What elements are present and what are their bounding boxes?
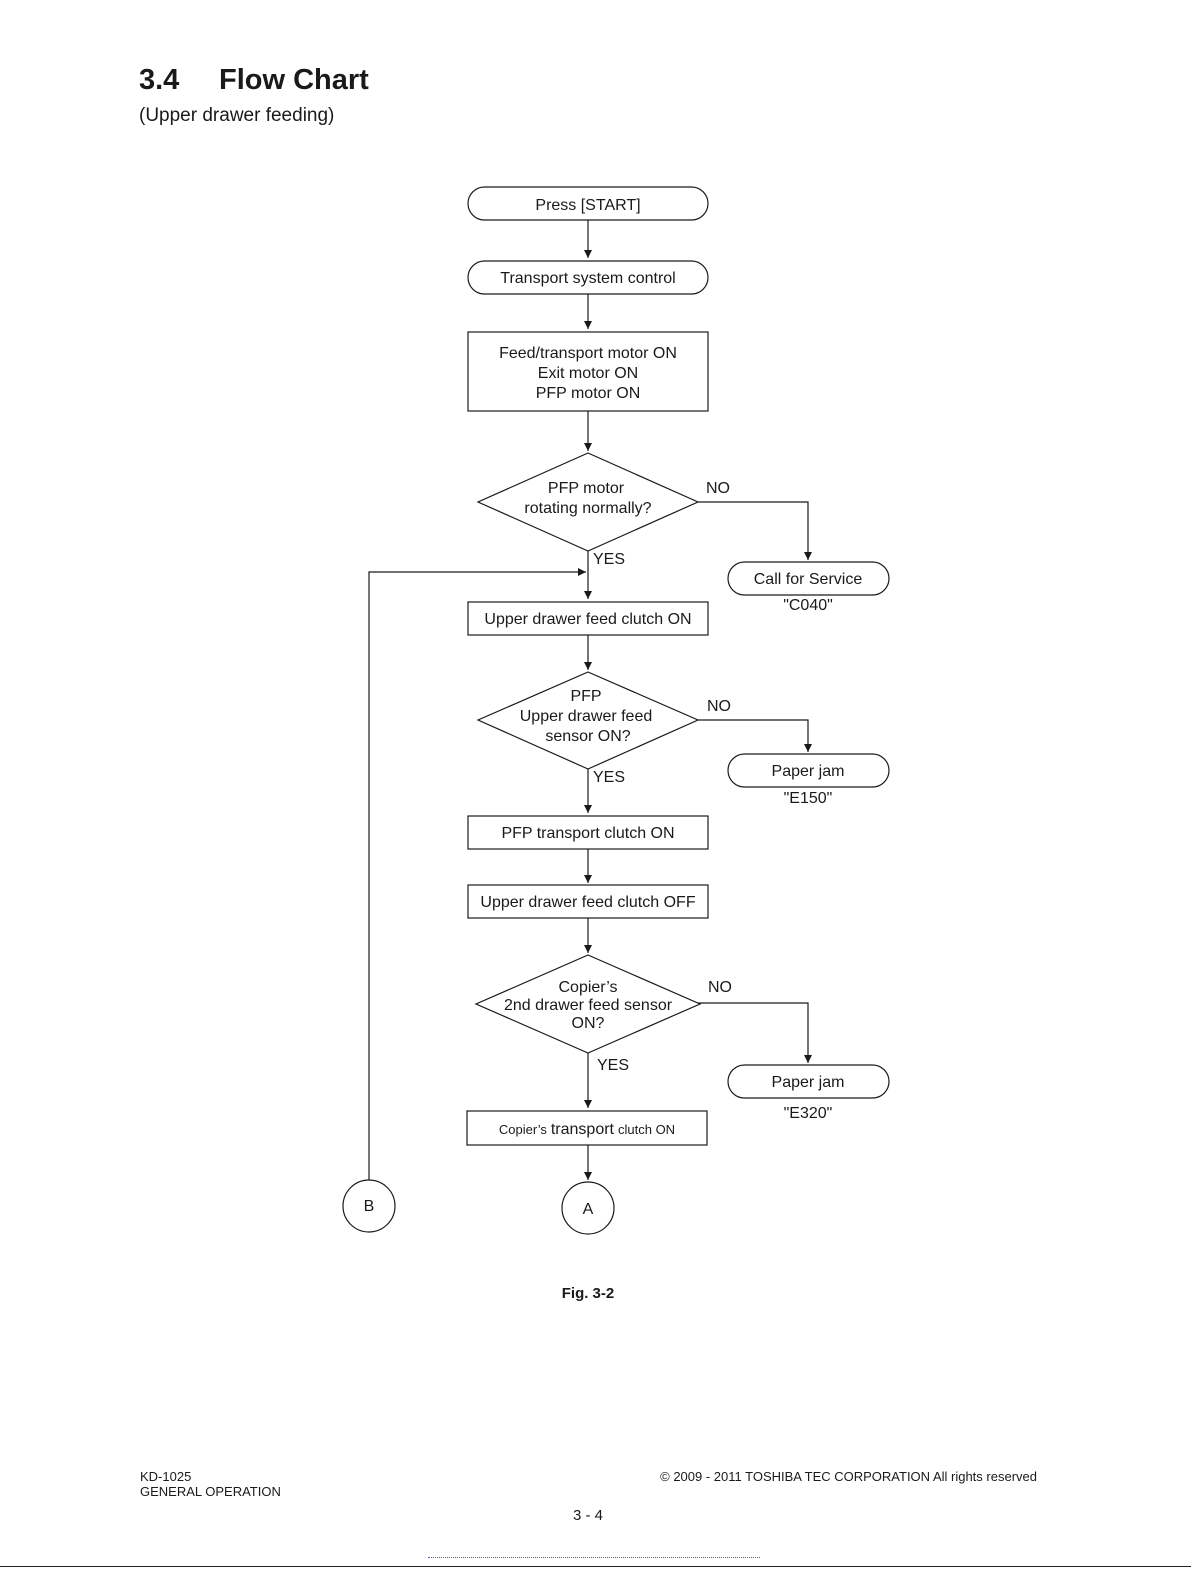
decision2-line-3: sensor ON? <box>545 728 630 745</box>
decision3-diamond <box>474 954 702 1054</box>
motor-line-2: Exit motor ON <box>538 365 638 382</box>
service-label: Call for Service <box>754 571 863 588</box>
transport-control-label: Transport system control <box>500 270 675 287</box>
decision1-no-label: NO <box>706 480 730 497</box>
decision3-line-2: 2nd drawer feed sensor <box>504 997 673 1014</box>
footer-copyright: © 2009 - 2011 TOSHIBA TEC CORPORATION Al… <box>660 1469 1037 1484</box>
decision1-diamond <box>476 452 700 552</box>
decision2-no-label: NO <box>707 698 731 715</box>
connector-b-label: B <box>364 1198 375 1215</box>
copier-transport-suffix: clutch ON <box>618 1122 675 1137</box>
decision3-yes-label: YES <box>597 1057 629 1074</box>
arrow-decision2-no <box>698 719 812 752</box>
copier-transport-box <box>466 1110 708 1146</box>
service-terminal <box>727 561 890 596</box>
connector-a-label: A <box>583 1201 594 1218</box>
flowchart-diagram: Press [START] Transport system control F… <box>342 186 890 1235</box>
decision3-line-3: ON? <box>572 1015 605 1032</box>
pfp-transport-label: PFP transport clutch ON <box>501 825 674 842</box>
decision1-yes-label: YES <box>593 551 625 568</box>
decision3-line-1: Copier’s <box>559 979 618 996</box>
copier-transport-prefix: Copier’s <box>499 1122 547 1137</box>
motor-line-1: Feed/transport motor ON <box>499 345 677 362</box>
decision2-yes-label: YES <box>593 769 625 786</box>
start-terminal <box>467 186 709 221</box>
pfp-transport-box <box>467 815 709 850</box>
arrow-loop-from-b <box>368 568 586 1180</box>
jam2-code: "E320" <box>784 1105 833 1122</box>
service-code: "C040" <box>783 597 833 614</box>
page-number: 3 - 4 <box>572 1507 603 1524</box>
upper-clutch-on-box <box>467 601 709 636</box>
upper-clutch-off-label: Upper drawer feed clutch OFF <box>480 894 695 911</box>
transport-control-terminal <box>467 260 709 295</box>
connector-a <box>561 1181 615 1235</box>
jam1-code: "E150" <box>784 790 833 807</box>
section-number: 3.4 <box>139 64 180 96</box>
figure-caption: Fig. 3-2 <box>561 1285 615 1302</box>
decision2-line-1: PFP <box>570 688 601 705</box>
jam1-label: Paper jam <box>772 763 845 780</box>
copier-transport-mid: transport <box>551 1121 615 1138</box>
jam2-terminal <box>727 1064 890 1099</box>
start-label: Press [START] <box>535 197 640 214</box>
decision2-diamond <box>476 671 700 770</box>
connector-lines <box>368 220 812 1180</box>
section-title: Flow Chart <box>219 64 369 96</box>
arrow-decision3-no <box>698 1002 812 1063</box>
connector-b <box>342 1179 396 1233</box>
flowchart-labels: Press [START] Transport system control F… <box>364 197 863 1218</box>
bottom-link-underline <box>428 1557 760 1558</box>
jam1-terminal <box>727 753 890 788</box>
footer-chapter: GENERAL OPERATION <box>140 1484 281 1499</box>
decision1-line-1: PFP motor <box>548 480 625 497</box>
upper-clutch-on-label: Upper drawer feed clutch ON <box>484 611 691 628</box>
jam2-label: Paper jam <box>772 1074 845 1091</box>
motors-process-box <box>467 331 709 412</box>
decision1-line-2: rotating normally? <box>524 500 651 517</box>
decision3-no-label: NO <box>708 979 732 996</box>
decision2-line-2: Upper drawer feed <box>520 708 653 725</box>
motor-line-3: PFP motor ON <box>536 385 641 402</box>
section-subtitle: (Upper drawer feeding) <box>139 105 335 126</box>
arrow-decision1-no <box>698 501 812 560</box>
footer-model: KD-1025 <box>140 1469 192 1484</box>
bottom-rule <box>0 1566 1191 1567</box>
upper-clutch-off-box <box>467 884 709 919</box>
flowchart-shapes <box>342 186 890 1235</box>
